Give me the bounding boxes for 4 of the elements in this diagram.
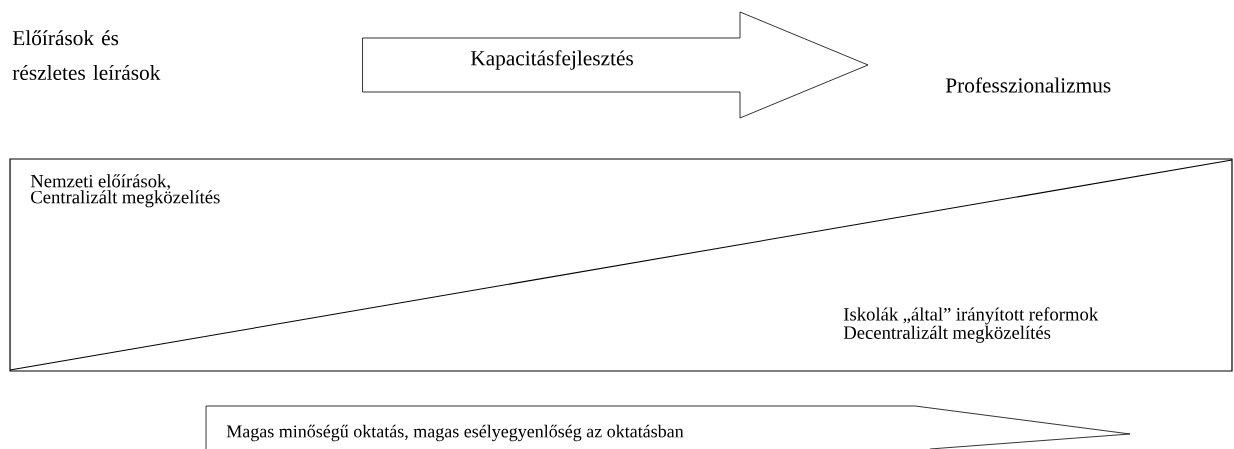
split-box: Nemzeti előírások, Centralizált megközelítés Iskolák „által” irányított reformok Decentralizált megközelítés (9, 158, 1233, 372)
text-label: Előírások és részletes leírások (12, 30, 161, 80)
text-label: Professzionalizmus (945, 77, 1111, 93)
edge-label: Kapacitásfejlesztés (468, 48, 636, 72)
